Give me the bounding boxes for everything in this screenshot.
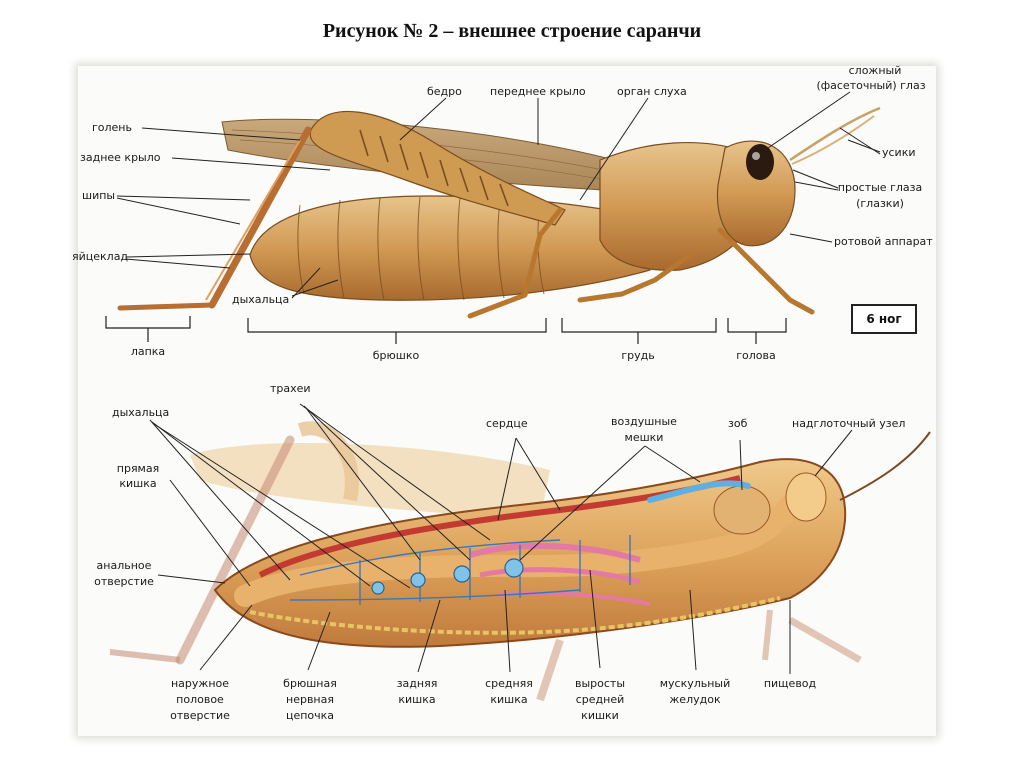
label-head: голова bbox=[736, 349, 776, 362]
label-gizzard-1: мускульный bbox=[659, 677, 731, 690]
label-hindgut-1: задняя bbox=[396, 677, 438, 690]
label-spiracles-int: дыхальца bbox=[112, 406, 170, 419]
label-thorax: грудь bbox=[621, 349, 655, 362]
label-compound-eye-2: (фасеточный) глаз bbox=[816, 79, 926, 92]
label-midgut-2: кишка bbox=[490, 693, 528, 706]
label-anus-1: анальное bbox=[96, 559, 152, 572]
label-esophagus: пищевод bbox=[763, 677, 817, 690]
label-spiracles-ext: дыхальца bbox=[232, 293, 290, 306]
label-rectum-2: кишка bbox=[119, 477, 157, 490]
hind-tibia bbox=[208, 126, 312, 309]
label-gastric-caeca-2: средней bbox=[575, 693, 625, 706]
label-tibia: голень bbox=[92, 121, 132, 134]
hind-femur bbox=[309, 110, 566, 226]
label-genital-opening-2: половое bbox=[176, 693, 224, 706]
label-nerve-cord-1: брюшная bbox=[283, 677, 337, 690]
label-ocelli-1: простые глаза bbox=[837, 181, 923, 194]
compound-eye bbox=[746, 144, 774, 180]
section-brackets bbox=[105, 316, 787, 344]
internal-locust bbox=[109, 421, 931, 702]
label-forewing: переднее крыло bbox=[490, 85, 586, 98]
label-genital-opening-3: отверстие bbox=[170, 709, 230, 722]
label-antennae: усики bbox=[882, 146, 916, 159]
label-tarsus: лапка bbox=[130, 345, 166, 358]
label-ovipositor: яйцеклад bbox=[72, 250, 129, 263]
label-air-sacs-2: мешки bbox=[624, 431, 664, 444]
label-anus-2: отверстие bbox=[94, 575, 154, 588]
label-hindwing: заднее крыло bbox=[80, 151, 161, 164]
label-femur: бедро bbox=[427, 85, 462, 98]
external-locust bbox=[117, 106, 881, 319]
label-air-sacs-1: воздушные bbox=[611, 415, 677, 428]
label-nerve-cord-3: цепочка bbox=[285, 709, 335, 722]
internal-leader-lines bbox=[149, 403, 853, 674]
figure-title: Рисунок № 2 – внешнее строение саранчи bbox=[322, 20, 702, 42]
label-crop: зоб bbox=[728, 417, 748, 430]
head bbox=[716, 140, 796, 247]
label-heart: сердце bbox=[486, 417, 528, 430]
label-gastric-caeca-3: кишки bbox=[581, 709, 619, 722]
external-leader-lines bbox=[116, 91, 881, 299]
label-ganglion: надглоточный узел bbox=[792, 417, 906, 430]
label-rectum-1: прямая bbox=[116, 462, 160, 475]
label-ocelli-2: (глазки) bbox=[856, 197, 904, 210]
label-tracheae: трахеи bbox=[270, 382, 311, 395]
label-nerve-cord-2: нервная bbox=[286, 693, 334, 706]
label-hearing-organ: орган слуха bbox=[617, 85, 687, 98]
label-hindgut-2: кишка bbox=[398, 693, 436, 706]
abdomen bbox=[249, 195, 651, 301]
label-gastric-caeca-1: выросты bbox=[574, 677, 626, 690]
label-gizzard-2: желудок bbox=[669, 693, 721, 706]
legs-count-badge: 6 ног bbox=[851, 304, 917, 334]
label-midgut-1: средняя bbox=[485, 677, 533, 690]
label-spines: шипы bbox=[82, 189, 116, 202]
label-genital-opening-1: наружное bbox=[170, 677, 230, 690]
label-compound-eye-1: сложный bbox=[848, 64, 902, 77]
label-abdomen: брюшко bbox=[372, 349, 420, 362]
label-mouthparts: ротовой аппарат bbox=[834, 235, 933, 248]
